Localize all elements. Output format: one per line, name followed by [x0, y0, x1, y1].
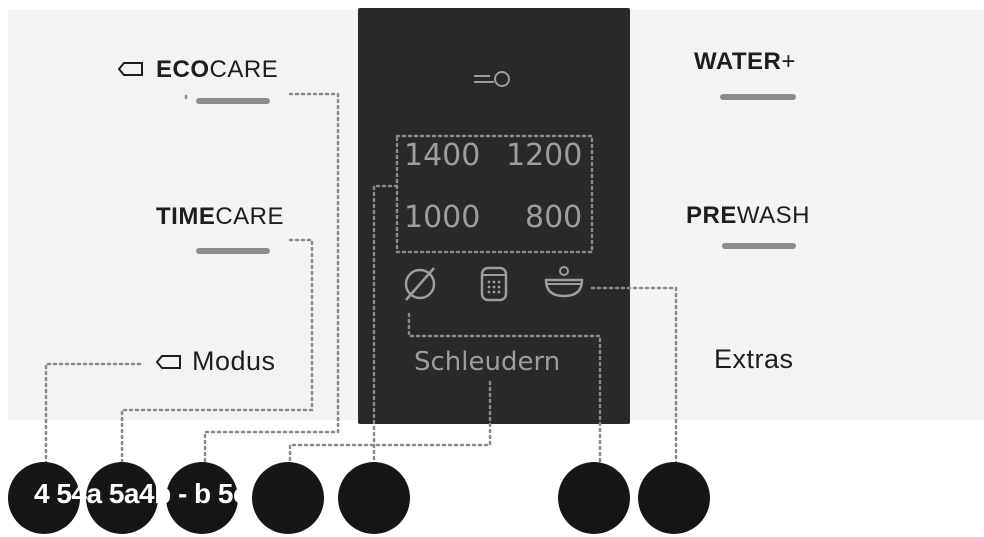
callout-circle	[338, 462, 410, 534]
timecare-label-light: CARE	[215, 203, 285, 230]
callout-circle	[558, 462, 630, 534]
waterplus-label-bold: WATER	[694, 48, 782, 75]
no-spin-icon	[404, 267, 436, 301]
spin-value-1000: 1000	[404, 200, 481, 235]
ecocare-button[interactable]	[196, 98, 270, 104]
display-panel	[358, 8, 630, 424]
timecare-button[interactable]	[196, 248, 270, 254]
modus-text: Modus	[192, 346, 276, 376]
waterplus-button[interactable]	[720, 94, 796, 100]
modus-label: Modus	[156, 346, 276, 377]
spin-value-1200: 1200	[506, 138, 583, 173]
ecocare-label: ECOCARE	[118, 56, 278, 84]
prewash-label-light: WASH	[736, 202, 810, 229]
prewash-label: PREWASH	[686, 202, 810, 230]
callout-circle	[252, 462, 324, 534]
callout-numbers: 4 54a 5a4b - b 5c	[34, 478, 249, 509]
ecocare-label-light: CARE	[209, 56, 279, 83]
key-icon	[118, 62, 143, 76]
rinse-hold-icon	[544, 266, 584, 298]
spin-value-800: 800	[525, 200, 583, 235]
timecare-label-bold: TIME	[156, 203, 216, 230]
callout-circle	[638, 462, 710, 534]
key-icon	[156, 355, 181, 369]
prewash-label-bold: PRE	[686, 202, 737, 229]
spin-value-1400: 1400	[404, 138, 481, 173]
waterplus-label-light: +	[781, 48, 796, 75]
timecare-label: TIMECARE	[156, 203, 284, 231]
ecocare-label-bold: ECO	[156, 56, 210, 83]
callout-circle	[86, 462, 158, 534]
prewash-button[interactable]	[722, 243, 796, 249]
waterplus-label: WATER+	[694, 48, 796, 76]
extras-label: Extras	[714, 344, 794, 374]
spin-caption: Schleudern	[414, 347, 561, 377]
key-lock-icon	[474, 71, 510, 87]
callout-circle	[8, 462, 80, 534]
callout-circle	[166, 462, 238, 534]
drum-icon	[480, 266, 508, 302]
